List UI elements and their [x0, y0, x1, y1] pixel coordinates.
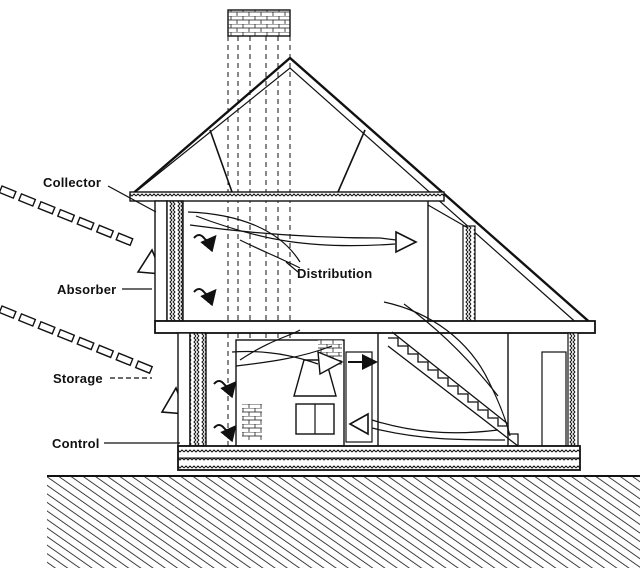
control-label: Control	[52, 436, 100, 451]
label-leaders	[104, 185, 299, 444]
ground	[47, 475, 640, 568]
distribution-arrow-lower	[348, 412, 369, 436]
lower-floor	[177, 332, 579, 447]
roof	[129, 56, 595, 327]
storage-label: Storage	[53, 371, 103, 386]
absorber-label: Absorber	[57, 282, 117, 297]
heat-arrows	[193, 234, 378, 443]
fireplace	[235, 339, 373, 447]
upper-ceiling-joist	[129, 191, 445, 202]
sun-rays-upper	[0, 185, 134, 247]
collector-label: Collector	[43, 175, 102, 190]
mid-floor	[154, 320, 596, 334]
distribution-arrow-mid	[317, 350, 344, 376]
distribution-arrow-upper	[395, 230, 418, 254]
upper-floor	[154, 200, 476, 322]
distribution-label: Distribution	[297, 266, 373, 281]
distribution-airflow	[187, 211, 511, 441]
staircase	[387, 331, 519, 447]
sun-rays-lower	[0, 305, 154, 375]
